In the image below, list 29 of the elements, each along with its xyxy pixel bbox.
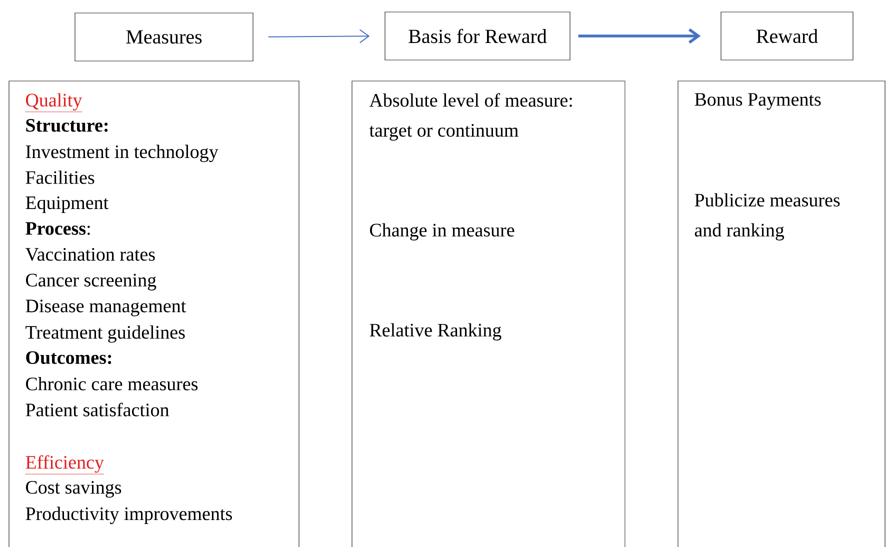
- list-item: Bonus Payments: [694, 93, 821, 110]
- header-box: Reward: [720, 12, 854, 60]
- list-item: Chronic care measures: [26, 377, 198, 390]
- header-box: Measures: [74, 12, 254, 62]
- column-box: [8, 80, 300, 547]
- list-item: Change in measure: [370, 223, 514, 240]
- header-box: Basis for Reward: [384, 12, 570, 60]
- column-box: [678, 80, 886, 547]
- list-item: Relative Ranking: [370, 323, 502, 340]
- list-item: Patient satisfaction: [26, 402, 169, 416]
- list-item: Productivity improvements: [26, 506, 232, 524]
- list-item: Disease management: [26, 300, 186, 316]
- column-box: [352, 80, 626, 547]
- list-item: Cancer screening: [26, 274, 156, 290]
- subheading: Structure:: [26, 119, 108, 132]
- list-item: Investment in technology: [26, 144, 218, 162]
- list-item: Treatment guidelines: [26, 325, 185, 343]
- category-heading: Efficiency: [25, 455, 104, 474]
- list-item: Cost savings: [26, 481, 122, 498]
- arrow: [268, 29, 370, 44]
- arrow: [578, 28, 701, 44]
- list-item: Equipment: [26, 196, 108, 214]
- subheading: Outcomes:: [26, 351, 112, 364]
- category-heading: Quality: [25, 93, 82, 112]
- list-item: Facilities: [26, 170, 94, 184]
- list-item: Absolute level of measure: target or continuum: [369, 93, 572, 141]
- list-item: Publicize measures and ranking: [694, 193, 840, 240]
- list-item: Process:: [26, 222, 90, 235]
- list-item: Vaccination rates: [25, 248, 155, 261]
